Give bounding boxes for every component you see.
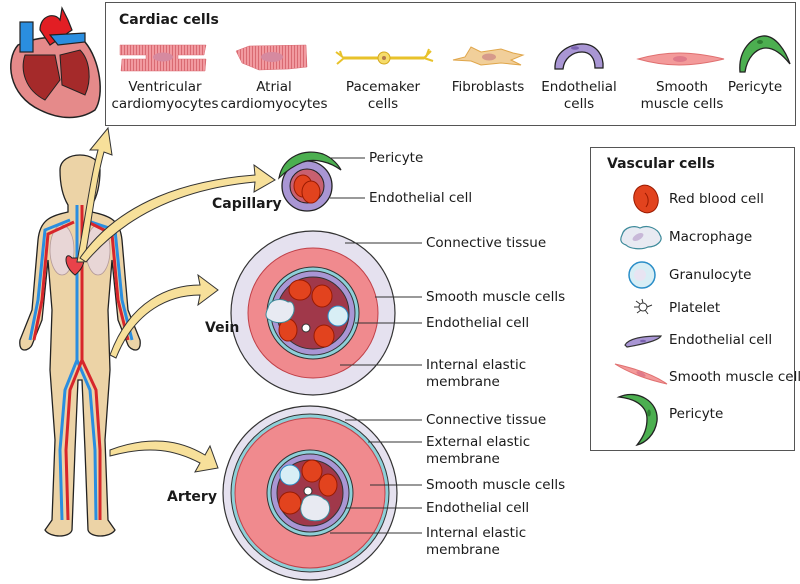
artery-label-endothelial: Endothelial cell bbox=[426, 500, 530, 516]
arrow-to-cardiac bbox=[76, 126, 113, 263]
pericyte-icon bbox=[616, 393, 658, 447]
vein-rbc bbox=[313, 324, 335, 348]
vein-title: Vein bbox=[205, 320, 240, 336]
heart-illustration bbox=[10, 6, 101, 119]
vascular-label-granulocyte: Granulocyte bbox=[669, 267, 752, 283]
capillary-label-pericyte: Pericyte bbox=[369, 150, 424, 166]
artery-label-smooth-muscle: Smooth muscle cells bbox=[426, 477, 566, 493]
macrophage-icon bbox=[620, 225, 662, 250]
endothelial-cell-icon bbox=[624, 335, 662, 348]
red-blood-cell-icon bbox=[633, 184, 659, 214]
human-body-illustration bbox=[19, 154, 141, 537]
granulocyte-icon bbox=[628, 261, 656, 289]
artery-rbc bbox=[301, 459, 323, 483]
veins bbox=[28, 205, 134, 521]
cardiac-label-atrial: Atrial cardiomyocytes bbox=[220, 79, 328, 112]
smooth-muscle-cell-icon bbox=[614, 363, 668, 385]
vein-rbc bbox=[288, 279, 312, 301]
artery-title: Artery bbox=[167, 489, 217, 505]
cardiac-cells-panel: Cardiac cells Ventricular cardiomyocytes… bbox=[105, 2, 796, 126]
vascular-label-platelet: Platelet bbox=[669, 300, 721, 316]
artery-rbc bbox=[318, 473, 338, 497]
cardiac-label-pericyte: Pericyte bbox=[727, 79, 783, 95]
capillary-label-endothelial: Endothelial cell bbox=[369, 190, 473, 206]
capillary-pericyte bbox=[278, 151, 342, 180]
pacemaker-cell-icon bbox=[335, 48, 434, 65]
arrow-to-capillary bbox=[79, 163, 276, 263]
capillary-illustration bbox=[278, 151, 342, 212]
arrow-to-vein bbox=[109, 273, 219, 359]
endothelial-cell-icon bbox=[554, 43, 604, 70]
vena-cava bbox=[19, 21, 34, 53]
vein-label-endothelial: Endothelial cell bbox=[426, 315, 530, 331]
vascular-cells-panel: Vascular cells Red blood cell Macrophage… bbox=[590, 147, 800, 451]
artery-macrophage bbox=[300, 494, 331, 522]
vein-rbc bbox=[311, 284, 333, 308]
artery-granulocyte bbox=[279, 464, 301, 486]
atrial-cardiomyocyte-icon bbox=[235, 44, 308, 71]
vascular-label-rbc: Red blood cell bbox=[669, 191, 764, 207]
artery-label-external-elastic: External elastic membrane bbox=[426, 434, 531, 467]
artery-rbc bbox=[278, 491, 302, 515]
vein-label-connective-tissue: Connective tissue bbox=[426, 235, 547, 251]
capillary-title: Capillary bbox=[212, 196, 282, 212]
cardiac-label-fibroblasts: Fibroblasts bbox=[451, 79, 525, 95]
vein-macrophage bbox=[265, 299, 295, 324]
vascular-label-smooth-muscle: Smooth muscle cell bbox=[669, 369, 800, 385]
vein-label-smooth-muscle: Smooth muscle cells bbox=[426, 289, 566, 305]
vein-illustration bbox=[230, 230, 396, 396]
cardiac-panel-title: Cardiac cells bbox=[119, 12, 219, 28]
platelet-icon bbox=[634, 298, 653, 315]
vein-platelet bbox=[301, 323, 311, 333]
cardiac-label-pacemaker: Pacemaker cells bbox=[345, 79, 421, 112]
arteries bbox=[32, 205, 130, 521]
fibroblast-icon bbox=[452, 46, 525, 66]
cardiac-label-ventricular: Ventricular cardiomyocytes bbox=[111, 79, 219, 112]
ventricular-cardiomyocyte-icon bbox=[119, 44, 207, 72]
artery-label-internal-elastic: Internal elastic membrane bbox=[426, 525, 527, 558]
vascular-panel-title: Vascular cells bbox=[607, 156, 715, 172]
artery-label-connective-tissue: Connective tissue bbox=[426, 412, 547, 428]
vascular-label-macrophage: Macrophage bbox=[669, 229, 753, 245]
vascular-label-pericyte: Pericyte bbox=[669, 406, 724, 422]
pericyte-icon bbox=[739, 35, 791, 73]
cardiac-label-smooth-muscle: Smooth muscle cells bbox=[640, 79, 724, 112]
pulmonary-artery bbox=[48, 32, 86, 46]
vascular-label-endothelial: Endothelial cell bbox=[669, 332, 773, 348]
vein-label-internal-elastic: Internal elastic membrane bbox=[426, 357, 527, 390]
vein-granulocyte bbox=[327, 305, 349, 327]
cardiac-label-endothelial: Endothelial cells bbox=[541, 79, 617, 112]
arrow-to-artery bbox=[109, 440, 219, 473]
smooth-muscle-cell-icon bbox=[636, 52, 725, 66]
artery-platelet bbox=[303, 486, 313, 496]
